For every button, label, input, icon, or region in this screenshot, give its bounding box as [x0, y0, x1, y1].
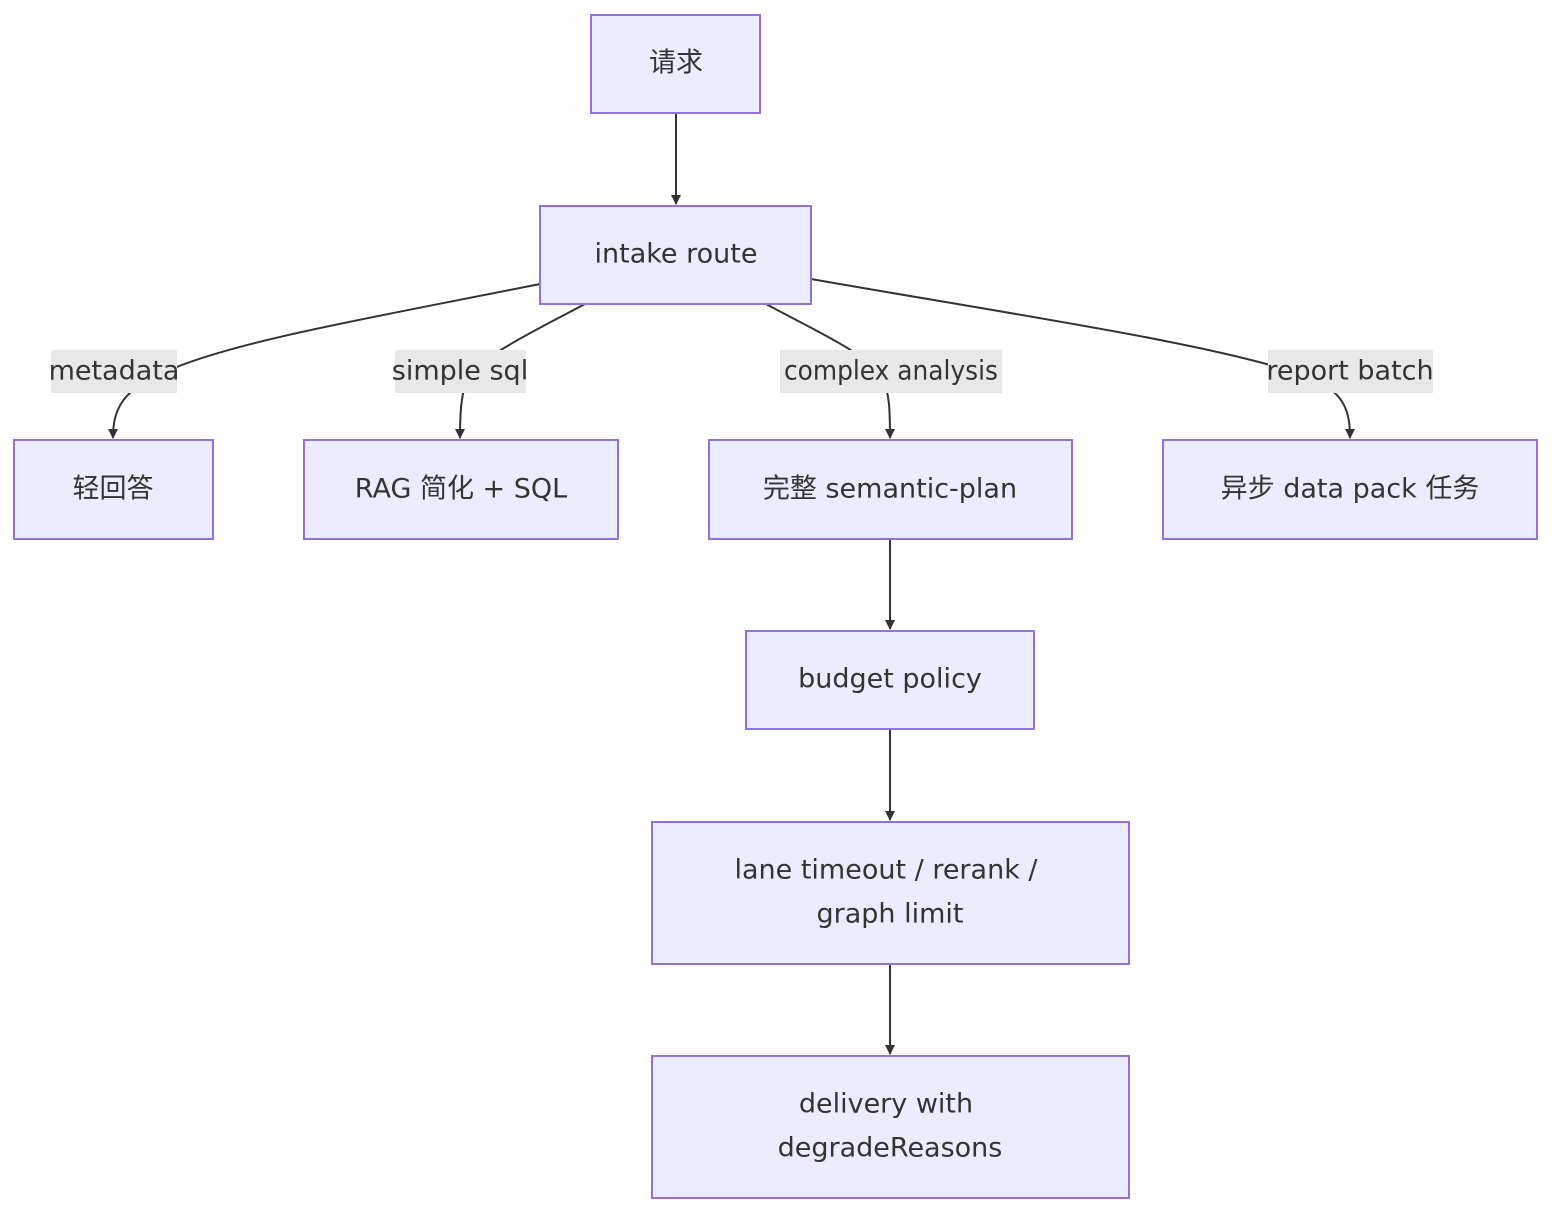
- node-lane-timeout: lane timeout / rerank / graph limit: [651, 821, 1130, 965]
- node-async-data-pack-label: 异步 data pack 任务: [1221, 474, 1480, 505]
- node-request: 请求: [590, 14, 761, 114]
- edge-intake-light: [108, 283, 541, 439]
- edge-labels: metadata simple sql complex analysis rep…: [49, 350, 1434, 393]
- node-delivery-label-line2: degradeReasons: [778, 1133, 1003, 1164]
- edge-label-complex-analysis: complex analysis: [780, 350, 1002, 393]
- node-rag-sql: RAG 简化 + SQL: [303, 439, 619, 540]
- edge-label-report-batch: report batch: [1266, 350, 1434, 393]
- edge-label-simple-sql: simple sql: [392, 350, 528, 393]
- node-lane-timeout-label-line1: lane timeout / rerank /: [734, 855, 1038, 886]
- node-intake-route: intake route: [539, 205, 812, 305]
- edges: [108, 113, 1355, 1055]
- node-lane-timeout-label-line2: graph limit: [816, 899, 963, 930]
- node-request-label: 请求: [649, 48, 703, 79]
- edge-label-metadata: metadata: [49, 350, 180, 393]
- edge-label-complex-analysis-text: complex analysis: [784, 356, 998, 387]
- node-rag-sql-label: RAG 简化 + SQL: [355, 474, 567, 505]
- node-delivery: delivery with degradeReasons: [651, 1055, 1130, 1199]
- edge-intake-async: [810, 278, 1355, 439]
- node-intake-route-label: intake route: [595, 239, 758, 270]
- edge-label-report-batch-text: report batch: [1266, 356, 1433, 387]
- node-async-data-pack: 异步 data pack 任务: [1162, 439, 1538, 540]
- node-light-answer: 轻回答: [13, 439, 214, 540]
- edge-label-simple-sql-text: simple sql: [392, 356, 528, 387]
- node-semantic-plan-label: 完整 semantic-plan: [763, 474, 1017, 505]
- edge-label-metadata-text: metadata: [49, 356, 180, 387]
- node-delivery-label-line1: delivery with: [799, 1089, 973, 1120]
- node-budget-policy-label: budget policy: [798, 664, 982, 695]
- node-light-answer-label: 轻回答: [73, 474, 154, 505]
- node-semantic-plan: 完整 semantic-plan: [708, 439, 1073, 540]
- nodes: 请求 intake route 轻回答 RAG 简化 + SQL 完整 sema…: [13, 14, 1538, 1199]
- node-budget-policy: budget policy: [745, 630, 1035, 730]
